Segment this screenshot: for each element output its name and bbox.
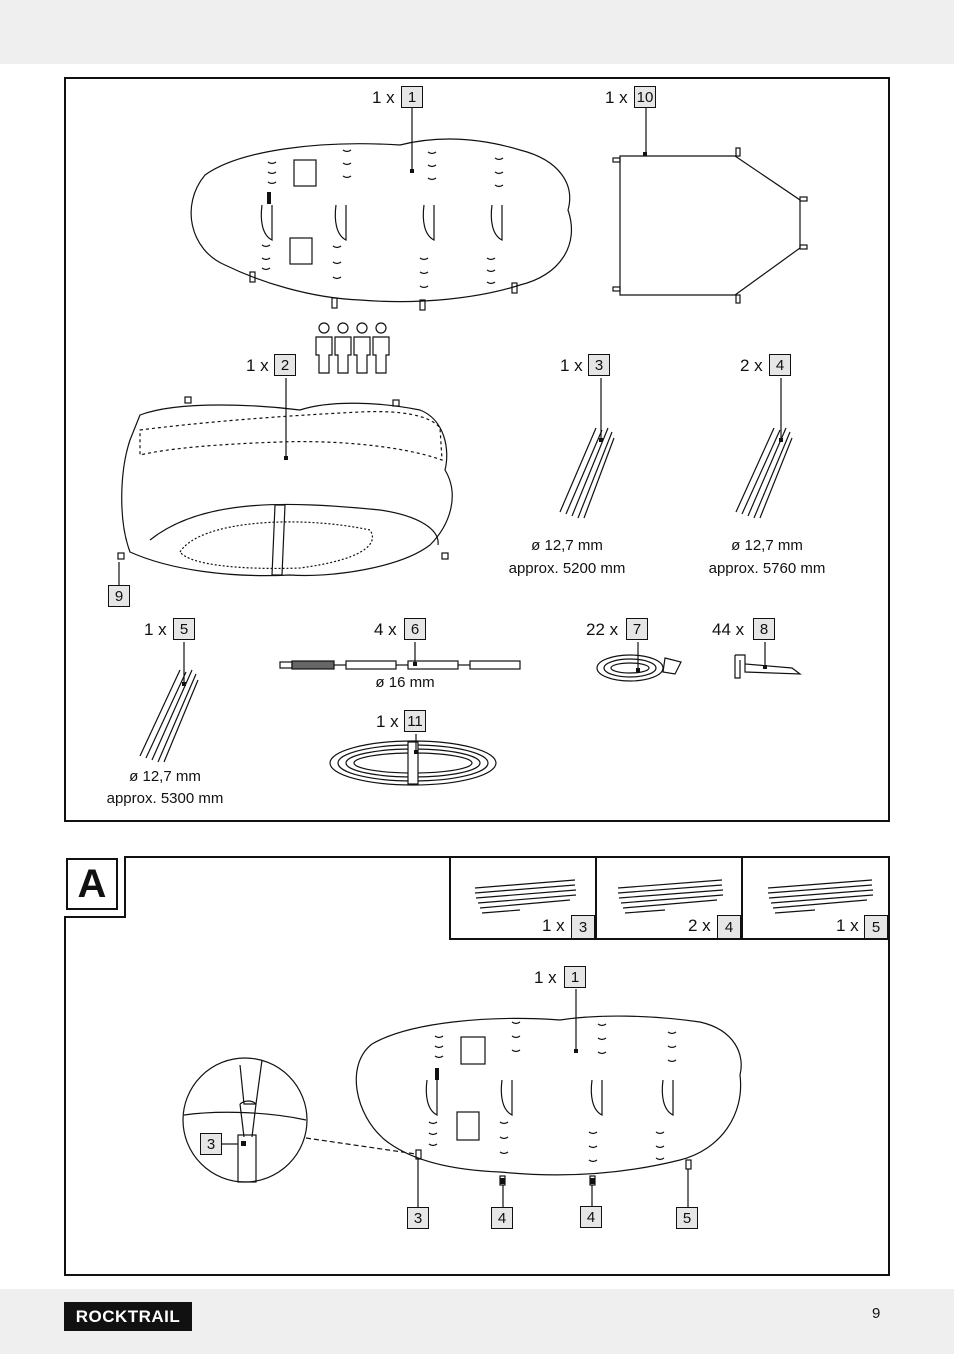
- qty-part-8: 44 x: [712, 620, 745, 639]
- detail-circle: [182, 1057, 308, 1183]
- inner-tent-illustration: [121, 402, 453, 577]
- pole-bundle-4: [735, 378, 793, 519]
- peg-8: [734, 642, 802, 679]
- part-5-length: approx. 5300 mm: [106, 790, 224, 807]
- qty-part-6: 4 x: [374, 620, 397, 639]
- tent-number-a: 1: [564, 966, 586, 988]
- part-number-10: 10: [634, 86, 656, 108]
- qty-pole-3: 1 x: [542, 916, 565, 935]
- part-number-6: 6: [404, 618, 426, 640]
- pole-bundle-3: [559, 378, 615, 519]
- part-5-diameter: ø 12,7 mm: [129, 768, 201, 785]
- qty-part-1: 1 x: [372, 88, 395, 107]
- foot-number-4b: 4: [580, 1206, 602, 1228]
- part-number-7: 7: [626, 618, 648, 640]
- part-number-5: 5: [173, 618, 195, 640]
- foot-number-4a: 4: [491, 1207, 513, 1229]
- part-number-8: 8: [753, 618, 775, 640]
- page-number: 9: [872, 1305, 881, 1322]
- foot-number-3: 3: [407, 1207, 429, 1229]
- qty-part-11: 1 x: [376, 712, 399, 731]
- pole-group-5: [767, 879, 874, 914]
- part-6-diameter: ø 16 mm: [375, 674, 435, 691]
- detail-number-3: 3: [200, 1133, 222, 1155]
- section-a-label: A: [66, 858, 118, 910]
- part-3-length: approx. 5200 mm: [508, 560, 626, 577]
- part-number-11: 11: [404, 710, 426, 732]
- section-a-marker: A: [64, 856, 126, 918]
- tent-body-illustration: [190, 138, 573, 303]
- part-4-length: approx. 5760 mm: [708, 560, 826, 577]
- qty-part-2: 1 x: [246, 356, 269, 375]
- top-band: [0, 0, 954, 64]
- qty-part-5: 1 x: [144, 620, 167, 639]
- qty-part-3: 1 x: [560, 356, 583, 375]
- part-number-2: 2: [274, 354, 296, 376]
- qty-part-4: 2 x: [740, 356, 763, 375]
- pole-group-3: [474, 879, 577, 914]
- pole-group-4: [617, 879, 724, 914]
- rope-11: [329, 734, 497, 786]
- pole-number-4: 4: [717, 915, 741, 939]
- persons-icon: [315, 322, 390, 374]
- part-number-4: 4: [769, 354, 791, 376]
- tent-body-illustration-a: [355, 1015, 742, 1176]
- qty-part-7: 22 x: [586, 620, 619, 639]
- part-number-9: 9: [108, 585, 130, 607]
- qty-pole-5: 1 x: [836, 916, 859, 935]
- part-number-1: 1: [401, 86, 423, 108]
- pole-6: [279, 642, 521, 670]
- qty-tent-a: 1 x: [534, 968, 557, 987]
- qty-part-10: 1 x: [605, 88, 628, 107]
- guy-line-7: [596, 642, 682, 682]
- brand-logo: ROCKTRAIL: [64, 1302, 192, 1331]
- pole-number-3: 3: [571, 915, 595, 939]
- pole-number-5: 5: [864, 915, 888, 939]
- part-number-3: 3: [588, 354, 610, 376]
- foot-number-5: 5: [676, 1207, 698, 1229]
- part-3-diameter: ø 12,7 mm: [531, 537, 603, 554]
- qty-pole-4: 2 x: [688, 916, 711, 935]
- part-4-diameter: ø 12,7 mm: [731, 537, 803, 554]
- parts-panel: [64, 77, 890, 822]
